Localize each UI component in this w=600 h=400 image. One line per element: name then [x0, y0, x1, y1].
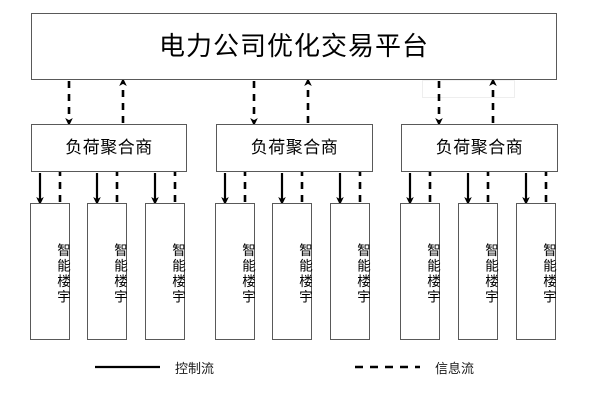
- aggregator-box-2: 负荷聚合商: [216, 124, 373, 172]
- ghost-selection-rect: [422, 80, 515, 98]
- building-box-4: 智能楼宇: [215, 203, 255, 340]
- building-box-6: 智能楼宇: [330, 203, 370, 340]
- building-box-2: 智能楼宇: [87, 203, 127, 340]
- platform-box: 电力公司优化交易平台: [31, 13, 557, 80]
- building-box-1: 智能楼宇: [30, 203, 70, 340]
- aggregator-box-1: 负荷聚合商: [31, 124, 187, 172]
- building-box-9: 智能楼宇: [516, 203, 556, 340]
- legend-control-flow-label: 控制流: [175, 362, 215, 377]
- building-box-7: 智能楼宇: [400, 203, 440, 340]
- building-box-8: 智能楼宇: [458, 203, 498, 340]
- building-box-3: 智能楼宇: [145, 203, 185, 340]
- legend-information-flow-label: 信息流: [435, 362, 475, 377]
- aggregator-box-3: 负荷聚合商: [401, 124, 558, 172]
- building-box-5: 智能楼宇: [272, 203, 312, 340]
